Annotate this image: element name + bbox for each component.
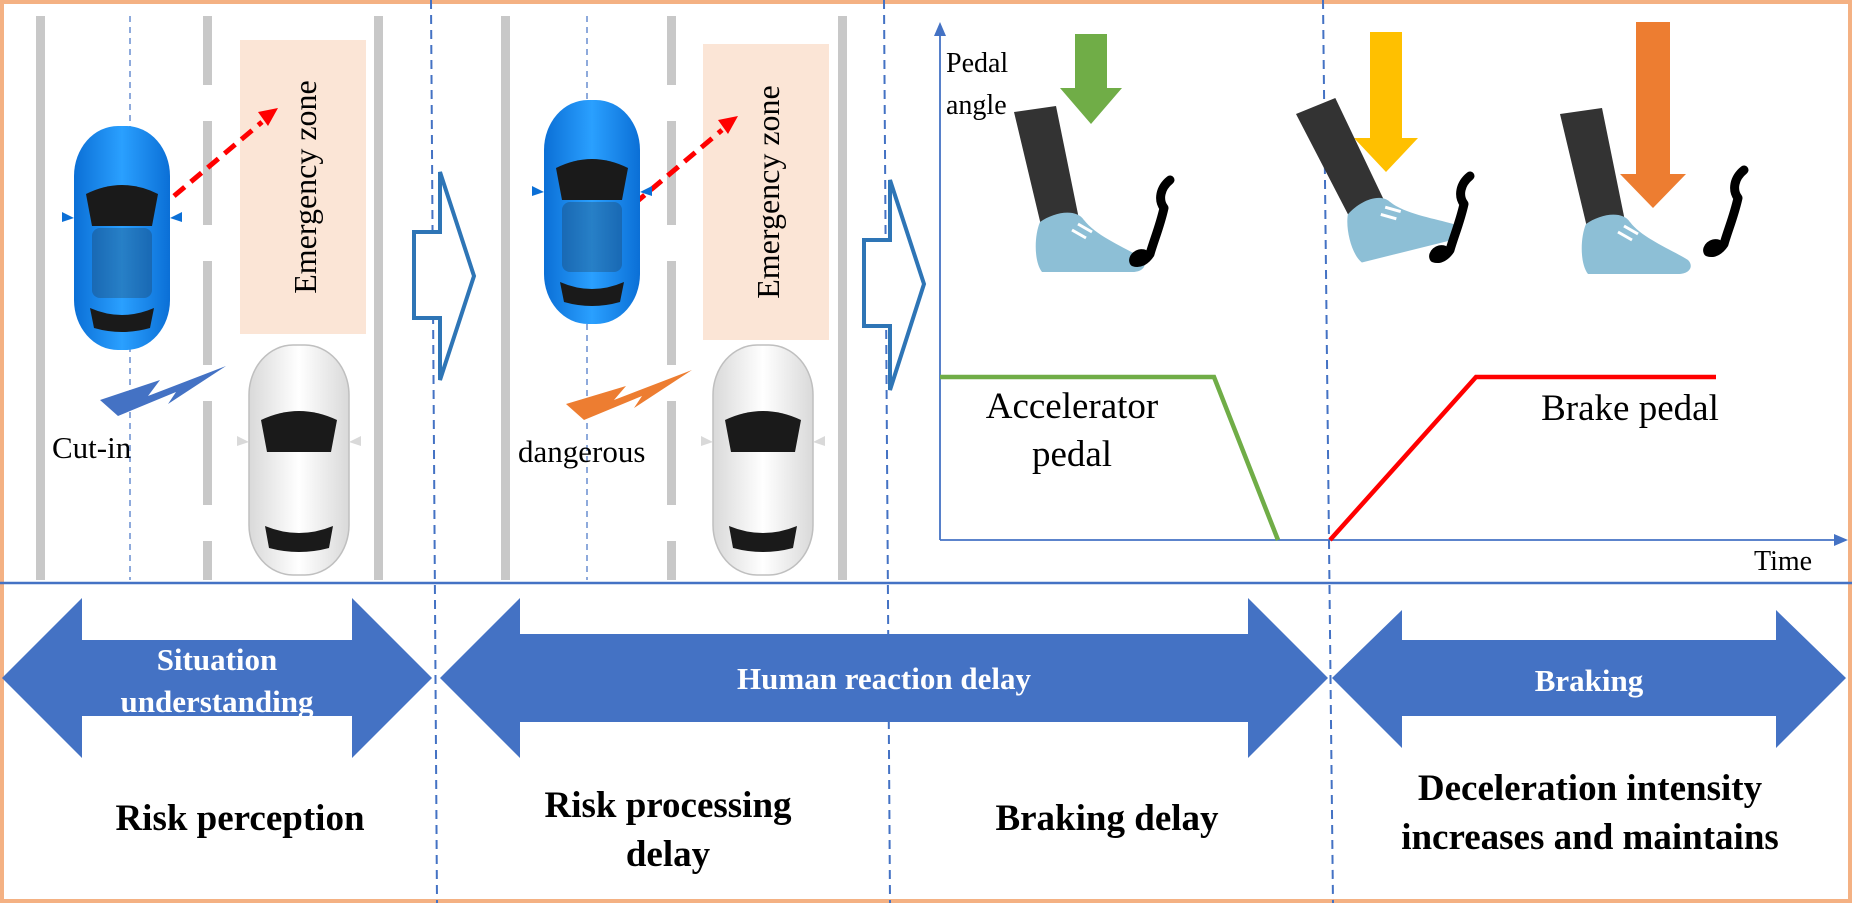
- band-arrow-braking: [1332, 610, 1846, 748]
- pedal-angle-chart: Pedal angle Time Accelerator pedal Brake…: [934, 22, 1848, 577]
- emergency-zone: [703, 44, 829, 340]
- risk-arrow: [172, 120, 264, 198]
- lane-line: [36, 16, 45, 580]
- arrow-down-icon-yellow: [1354, 32, 1418, 172]
- risk-arrow-head: [718, 116, 738, 134]
- road-scene-cut-in: Emergency zone Cut-in: [36, 16, 383, 580]
- dangerous-label: dangerous: [518, 434, 645, 469]
- white-car: [701, 344, 825, 576]
- accelerator-pedal-label-line1: Accelerator: [986, 386, 1159, 427]
- transition-arrow-icon: [862, 179, 927, 391]
- band-label-situation-line1: Situation: [157, 642, 278, 677]
- brake-pedal-label: Brake pedal: [1541, 388, 1719, 429]
- x-axis-label: Time: [1754, 546, 1812, 577]
- band-arrow-human-reaction-delay: [440, 598, 1328, 758]
- lane-line: [203, 16, 212, 580]
- lightning-bolt-icon: [566, 370, 692, 420]
- accelerator-pedal-series: [940, 374, 1281, 541]
- transition-arrow-icon: [412, 171, 477, 381]
- lane-dash-mask: [664, 85, 679, 541]
- blue-car: [532, 100, 652, 324]
- brake-transition-illustration: [1293, 32, 1470, 271]
- emergency-zone-label: Emergency zone: [287, 80, 323, 294]
- y-axis-label-line2: angle: [946, 90, 1007, 121]
- lightning-bolt-icon: [100, 366, 226, 416]
- emergency-zone-label: Emergency zone: [750, 85, 786, 299]
- phase-label-risk-processing-line1: Risk processing: [544, 785, 792, 826]
- phase-label-deceleration-line1: Deceleration intensity: [1418, 768, 1763, 809]
- y-axis-arrowhead: [934, 22, 946, 36]
- brake-pedal-series: [1328, 374, 1716, 542]
- accelerator-press-illustration: [1012, 34, 1170, 274]
- lane-line: [667, 16, 676, 580]
- lane-line: [501, 16, 510, 580]
- accelerator-pedal-label-line2: pedal: [1032, 434, 1112, 475]
- phase-divider-2: [883, 0, 891, 903]
- phase-label-deceleration-line2: increases and maintains: [1401, 817, 1779, 858]
- band-label-situation-line2: understanding: [121, 684, 314, 719]
- risk-arrow-head: [258, 108, 278, 126]
- phase-label-braking-delay: Braking delay: [995, 798, 1219, 839]
- x-axis-arrowhead: [1834, 534, 1848, 546]
- lane-line: [374, 16, 383, 580]
- blue-car: [62, 126, 182, 350]
- road-scene-dangerous: Emergency zone dangerous: [501, 16, 847, 580]
- y-axis-label-line1: Pedal: [946, 48, 1008, 79]
- cut-in-label: Cut-in: [52, 430, 132, 465]
- emergency-zone: [240, 40, 366, 334]
- phase-divider-1: [430, 0, 438, 903]
- band-label-human-reaction-delay: Human reaction delay: [737, 661, 1031, 696]
- white-car: [237, 344, 361, 576]
- arrow-down-icon-orange: [1620, 22, 1686, 208]
- brake-press-illustration: [1558, 22, 1744, 276]
- phase-label-risk-processing-line2: delay: [626, 834, 711, 875]
- phase-label-risk-perception: Risk perception: [115, 798, 365, 839]
- band-label-braking: Braking: [1535, 663, 1644, 698]
- risk-arrow: [632, 128, 724, 206]
- arrow-down-icon-green: [1060, 34, 1122, 124]
- band-arrow-situation-understanding: [2, 598, 432, 758]
- lane-line: [838, 16, 847, 580]
